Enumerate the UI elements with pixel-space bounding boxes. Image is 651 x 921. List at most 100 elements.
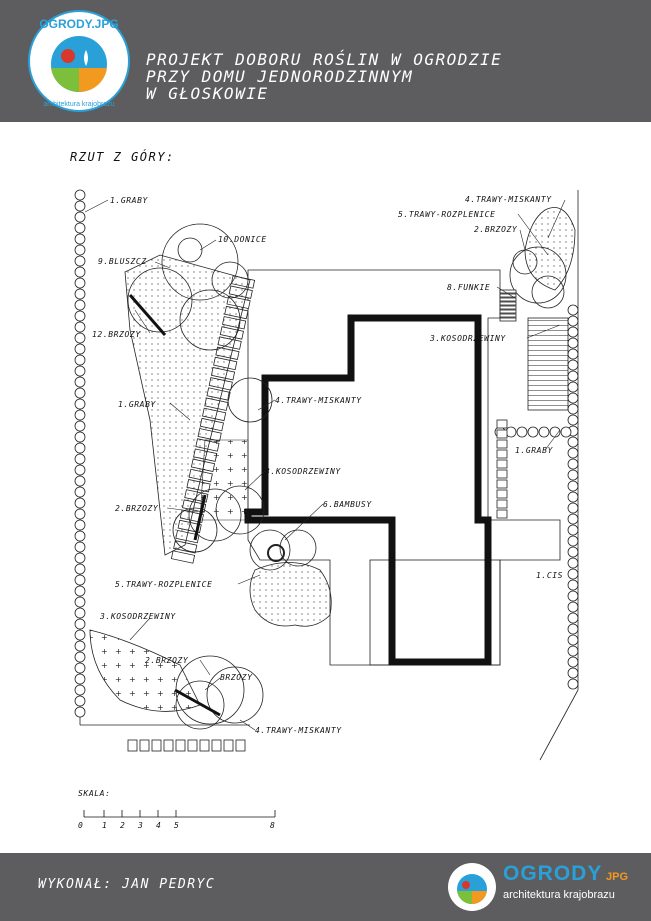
logo-top-text: OGRODY.JPG xyxy=(39,17,118,31)
planting-bed-left xyxy=(124,254,251,556)
paving-box xyxy=(496,489,508,499)
label-kosodrzewiny-left: 3.KOSODRZEWINY xyxy=(99,612,176,621)
paving-box xyxy=(499,313,517,318)
brand-suffix: JPG xyxy=(606,871,629,883)
hedge-plant xyxy=(567,557,579,569)
hedge-plant xyxy=(567,447,579,459)
hedge-plant xyxy=(74,662,86,674)
hedge-plant xyxy=(567,480,579,492)
label-brzozy-bottom-2: BRZOZY xyxy=(220,673,253,682)
label-brzozy-bottom: 2.BRZOZY xyxy=(145,656,189,665)
paving-box xyxy=(496,439,508,449)
label-cis: 1.CIS xyxy=(536,571,563,580)
paving-box xyxy=(496,419,508,429)
hedge-plant xyxy=(74,299,86,311)
hedge-plant xyxy=(74,222,86,234)
label-brzozy-12: 12.BRZOZY xyxy=(92,330,141,339)
hedge-plant xyxy=(74,398,86,410)
scale-bar xyxy=(83,810,276,818)
paving-box xyxy=(499,289,517,294)
label-graby-mid: 1.GRABY xyxy=(118,400,156,409)
hedge-plant xyxy=(74,497,86,509)
brzozy-strip-2 xyxy=(193,494,207,541)
hedge-plant xyxy=(74,585,86,597)
shrub-masses xyxy=(89,207,576,712)
hedge-plant xyxy=(74,508,86,520)
hedge-plant xyxy=(74,706,86,718)
footer-logo xyxy=(448,863,496,911)
brzozy-strip-3 xyxy=(174,688,221,717)
hedge-plant xyxy=(74,365,86,377)
hedge-plant xyxy=(567,315,579,327)
label-rozplenice-mid: 5.TRAWY-ROZPLENICE xyxy=(115,580,213,589)
label-miskanty-top-right: 4.TRAWY-MISKANTY xyxy=(465,195,552,204)
hedge-plant xyxy=(567,502,579,514)
hedge-plant xyxy=(567,403,579,415)
hedge-plant xyxy=(74,464,86,476)
planter-box xyxy=(163,739,174,752)
scale-tick-0: 0 xyxy=(78,821,83,830)
label-graby-right: 1.GRABY xyxy=(515,446,553,455)
hedge-plant xyxy=(74,376,86,388)
scale-tick-2: 2 xyxy=(120,821,125,830)
hedge-plant xyxy=(538,426,550,438)
hedge-plant xyxy=(567,568,579,580)
paving-box xyxy=(499,293,517,298)
hedge-plant xyxy=(567,513,579,525)
hedge-plant xyxy=(567,601,579,613)
brand-tagline: architektura krajobrazu xyxy=(503,889,615,901)
hedge-plant xyxy=(74,431,86,443)
hedge-plant xyxy=(567,469,579,481)
hedge-plant xyxy=(74,651,86,663)
funkie-strip xyxy=(527,317,569,411)
hedge-plant xyxy=(567,491,579,503)
hedge-plant xyxy=(567,381,579,393)
leader-lines xyxy=(84,199,566,731)
hedge-plant xyxy=(74,420,86,432)
author-text: WYKONAŁ: JAN PEDRYC xyxy=(38,877,216,892)
planter-box xyxy=(235,739,246,752)
hedge-plant xyxy=(516,426,528,438)
hedge-plant xyxy=(74,629,86,641)
hedge-plant xyxy=(74,233,86,245)
label-bambusy: 6.BAMBUSY xyxy=(323,500,372,509)
hedge-plant xyxy=(74,200,86,212)
hedge-plant xyxy=(74,321,86,333)
hedge-plant xyxy=(567,392,579,404)
hedge-plant xyxy=(74,618,86,630)
hedge-plant xyxy=(567,337,579,349)
paving-box xyxy=(499,297,517,302)
hedge-plant xyxy=(74,607,86,619)
hedge-plant xyxy=(567,370,579,382)
hedge-plant xyxy=(567,667,579,679)
footer-bar: WYKONAŁ: JAN PEDRYC OGRODY JPG architekt… xyxy=(0,853,651,921)
hedge-plant xyxy=(567,645,579,657)
label-rozplenice-top-right: 5.TRAWY-ROZPLENICE xyxy=(398,210,496,219)
hedge-plant xyxy=(567,546,579,558)
hedge-plant xyxy=(567,524,579,536)
scale-tick-8: 8 xyxy=(270,821,275,830)
label-bluszcz: 9.BLUSZCZ xyxy=(98,257,147,266)
planter-row xyxy=(127,739,246,752)
hedge-right-cis xyxy=(494,304,579,690)
kosodrzewina-bed xyxy=(199,439,249,521)
planter-box xyxy=(223,739,234,752)
hedge-plant xyxy=(74,695,86,707)
paving-box xyxy=(496,479,508,489)
hedge-plant xyxy=(74,552,86,564)
paving-box xyxy=(496,469,508,479)
hedge-plant xyxy=(74,189,86,201)
label-kosodrzewiny-right: 3.KOSODRZEWINY xyxy=(429,334,506,343)
paving-box xyxy=(496,499,508,509)
label-miskanty-bottom: 4.TRAWY-MISKANTY xyxy=(255,726,342,735)
paving-box xyxy=(499,305,517,310)
hedge-plant xyxy=(567,436,579,448)
paving-box xyxy=(496,459,508,469)
hedge-plant xyxy=(74,541,86,553)
hedge-plant xyxy=(567,678,579,690)
label-funkie: 8.FUNKIE xyxy=(447,283,490,292)
label-graby-top: 1.GRABY xyxy=(110,196,148,205)
hedge-plant xyxy=(74,530,86,542)
hedge-plant xyxy=(74,266,86,278)
label-donice: 10.DONICE xyxy=(218,235,267,244)
